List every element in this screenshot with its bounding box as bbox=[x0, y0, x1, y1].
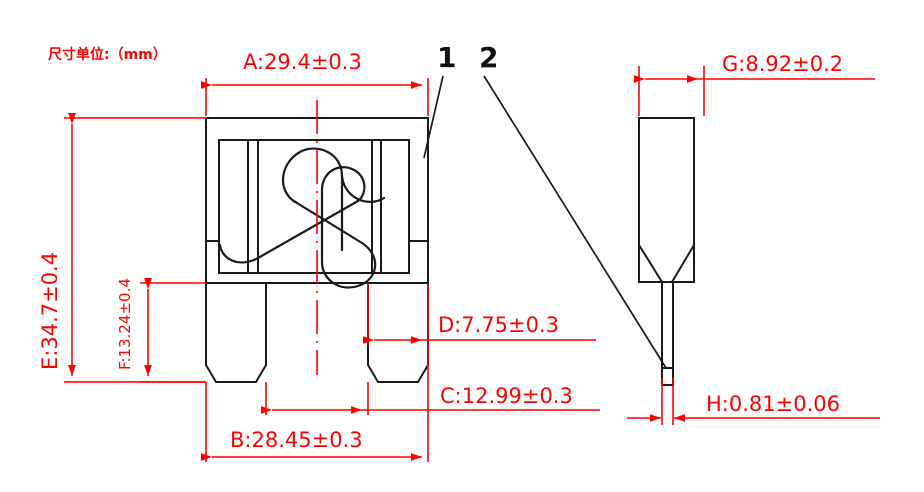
side-blade bbox=[661, 281, 674, 386]
terminal-blade-left bbox=[205, 282, 267, 383]
side-taper-left bbox=[638, 244, 663, 283]
dimension-C bbox=[261, 382, 600, 415]
dimension-A bbox=[201, 78, 429, 116]
fuse-element-s-curve bbox=[281, 147, 377, 289]
fuse-element-upper-hook bbox=[340, 174, 386, 203]
dimension-D-label: D:7.75±0.3 bbox=[438, 313, 559, 337]
callout-1-leader bbox=[423, 75, 444, 159]
dimension-G-label: G:8.92±0.2 bbox=[722, 52, 844, 76]
dimension-H-label: H:0.81±0.06 bbox=[706, 392, 840, 416]
dimension-E bbox=[64, 113, 206, 383]
dimension-C-label: C:12.99±0.3 bbox=[440, 384, 573, 408]
callout-leaders bbox=[423, 75, 667, 369]
fuse-body-inner-window bbox=[218, 139, 410, 274]
dimension-E-label: E:34.7±0.4 bbox=[38, 251, 62, 370]
dimension-H bbox=[627, 378, 880, 425]
terminal-blade-right bbox=[367, 282, 429, 383]
fuse-element-s-tail bbox=[218, 166, 366, 264]
side-taper-right bbox=[671, 244, 695, 283]
dimension-G bbox=[634, 66, 875, 116]
dimension-A-label: A:29.4±0.3 bbox=[243, 50, 362, 74]
callout-number-1: 1 bbox=[437, 41, 457, 74]
side-view-geometry bbox=[638, 117, 695, 386]
unit-note: 尺寸单位:（mm） bbox=[48, 47, 167, 63]
dimension-B-label: B:28.45±0.3 bbox=[230, 428, 363, 452]
callout-number-2: 2 bbox=[479, 41, 499, 74]
dimension-F-label: F:13.24±0.4 bbox=[116, 278, 134, 370]
dimension-D bbox=[363, 283, 596, 382]
front-view-geometry bbox=[205, 100, 429, 383]
dimension-B bbox=[201, 382, 429, 462]
dimension-F bbox=[140, 278, 206, 383]
callout-2-leader bbox=[483, 75, 667, 369]
